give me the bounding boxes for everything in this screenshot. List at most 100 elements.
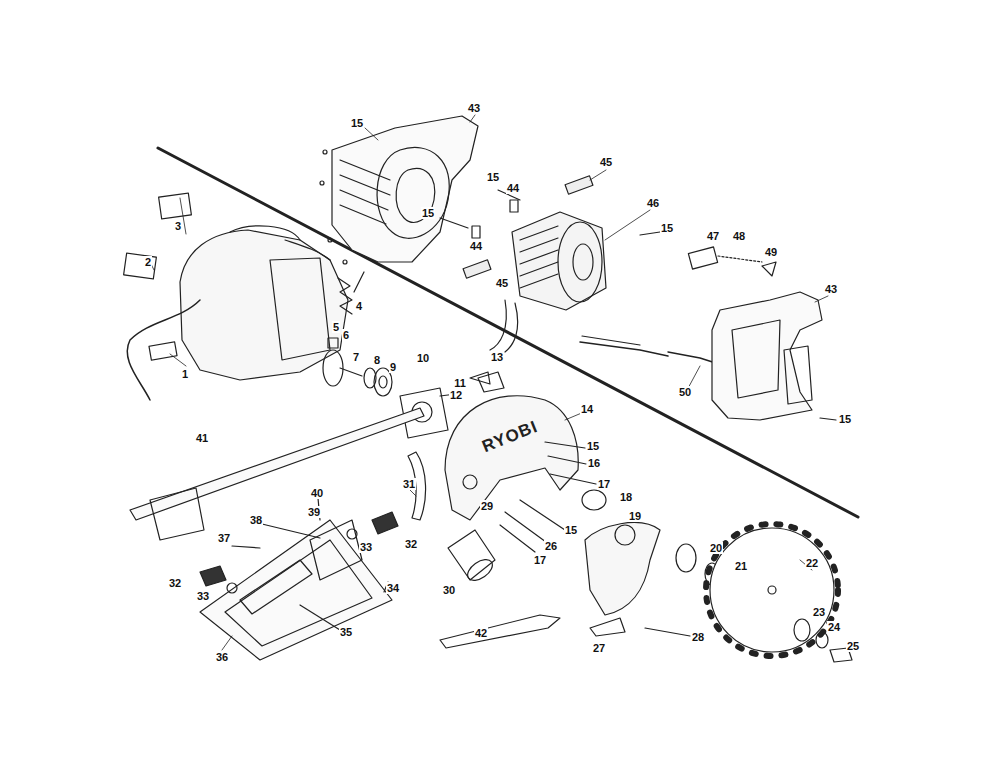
screw (640, 232, 660, 235)
callout-number: 10 (416, 352, 430, 364)
callout-number: 42 (474, 627, 488, 639)
screw (232, 546, 260, 548)
assembled-saw (124, 193, 364, 400)
armature (490, 212, 606, 352)
callout-number: 38 (249, 514, 263, 526)
power-cord (582, 336, 640, 345)
callout-number: 15 (838, 413, 852, 425)
callout-number: 15 (350, 117, 364, 129)
callout-number: 7 (352, 351, 360, 363)
callout-number: 17 (597, 478, 611, 490)
washer (816, 632, 828, 648)
callout-number: 26 (544, 540, 558, 552)
callout-number: 44 (469, 240, 483, 252)
callout-number: 8 (373, 354, 381, 366)
callout-number: 17 (533, 554, 547, 566)
callout-number: 6 (342, 329, 350, 341)
callout-number: 33 (196, 590, 210, 602)
callout-number: 22 (805, 557, 819, 569)
switch-lock (762, 262, 776, 276)
callout-number: 4 (355, 300, 363, 312)
callout-number: 31 (402, 478, 416, 490)
callout-number: 21 (734, 560, 748, 572)
callout-number: 36 (215, 651, 229, 663)
callout-number: 40 (310, 487, 324, 499)
callout-number: 32 (168, 577, 182, 589)
callout-number: 11 (453, 377, 467, 389)
callout-number: 13 (490, 351, 504, 363)
pin (262, 524, 320, 538)
screw (550, 474, 596, 484)
callout-number: 3 (174, 220, 182, 232)
callout-number: 27 (592, 642, 606, 654)
callout-number: 16 (587, 457, 601, 469)
brush-spring (472, 226, 480, 238)
callout-number: 32 (404, 538, 418, 550)
screw (545, 442, 585, 448)
callout-number: 23 (812, 606, 826, 618)
callout-number: 39 (307, 506, 321, 518)
screw (440, 218, 468, 228)
washer (227, 583, 237, 593)
callout-number: 15 (660, 222, 674, 234)
callout-number: 48 (732, 230, 746, 242)
callout-number: 44 (506, 182, 520, 194)
callout-number: 15 (586, 440, 600, 452)
callout-number: 2 (144, 256, 152, 268)
callout-number: 50 (678, 386, 692, 398)
callout-number: 9 (389, 361, 397, 373)
screw (645, 628, 690, 636)
callout-number: 28 (691, 631, 705, 643)
rip-guide (130, 408, 424, 540)
callout-number: 15 (564, 524, 578, 536)
callout-number: 29 (480, 500, 494, 512)
callout-number: 45 (599, 156, 613, 168)
handle-housing (712, 292, 822, 420)
callout-number: 41 (195, 432, 209, 444)
callout-number: 47 (706, 230, 720, 242)
guard-spring (582, 490, 606, 510)
callout-number: 15 (486, 171, 500, 183)
callout-number: 18 (619, 491, 633, 503)
callout-number: 12 (449, 389, 463, 401)
switch-rod (718, 256, 762, 262)
knob (372, 512, 398, 534)
base-plate (200, 520, 392, 660)
callout-number: 33 (359, 541, 373, 553)
washer (347, 529, 357, 539)
callout-number: 34 (386, 582, 400, 594)
callout-number: 43 (467, 102, 481, 114)
screw (520, 500, 565, 530)
callout-number: 25 (846, 640, 860, 652)
callout-number: 37 (217, 532, 231, 544)
field-housing (320, 116, 478, 264)
lower-guard (585, 523, 660, 615)
brush (565, 176, 593, 194)
blade-wrench (440, 615, 560, 648)
screw (300, 605, 340, 630)
callout-number: 14 (580, 403, 594, 415)
callout-number: 45 (495, 277, 509, 289)
callout-number: 19 (628, 510, 642, 522)
callout-number: 43 (824, 283, 838, 295)
screw (500, 525, 535, 552)
leader-lines (150, 115, 828, 650)
lower-guard (615, 525, 635, 545)
washer (676, 544, 696, 572)
callout-number: 30 (442, 584, 456, 596)
brush (463, 260, 491, 278)
guard-lever (590, 618, 625, 636)
outer-flange (794, 619, 810, 641)
dust-port (448, 530, 495, 580)
callout-number: 5 (332, 321, 340, 333)
callout-number: 20 (709, 542, 723, 554)
switch (688, 247, 717, 269)
callout-number: 15 (421, 207, 435, 219)
screw (820, 418, 836, 420)
callout-number: 49 (764, 246, 778, 258)
callout-number: 46 (646, 197, 660, 209)
saw-blade (706, 524, 838, 656)
screw (505, 512, 546, 542)
